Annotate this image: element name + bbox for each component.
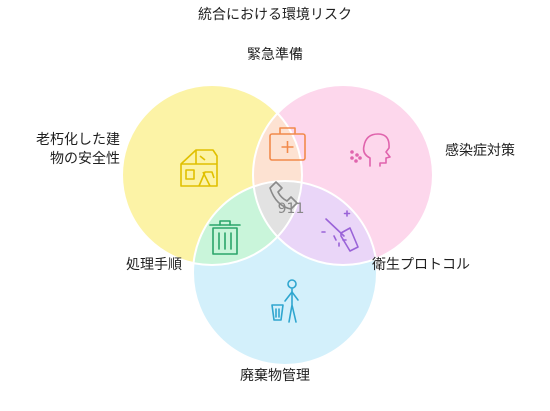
- house-icon: [180, 149, 218, 187]
- label-waste: 廃棄物管理: [240, 368, 310, 384]
- label-handling: 処理手順: [126, 257, 182, 273]
- label-emergency: 緊急準備: [247, 47, 303, 63]
- label-infection: 感染症対策: [445, 143, 515, 159]
- phone-icon: [269, 181, 298, 210]
- center-number: 911: [277, 201, 305, 217]
- broom-icon: [321, 210, 359, 252]
- diagram-title: 統合における環境リスク: [198, 7, 352, 23]
- overlap-handling: [193, 181, 302, 265]
- coughing-head-icon: [350, 133, 391, 167]
- person-disposing-trash-icon: [271, 279, 299, 323]
- overlap-hygiene: [253, 181, 377, 265]
- label-building: 老朽化した建 物の安全性: [36, 131, 120, 169]
- label-building-line-1: 老朽化した建: [36, 132, 120, 148]
- trash-bin-icon: [209, 220, 241, 255]
- first-aid-kit-icon: [269, 127, 306, 161]
- label-building-line-2: 物の安全性: [50, 151, 120, 167]
- label-hygiene: 衛生プロトコル: [372, 257, 470, 273]
